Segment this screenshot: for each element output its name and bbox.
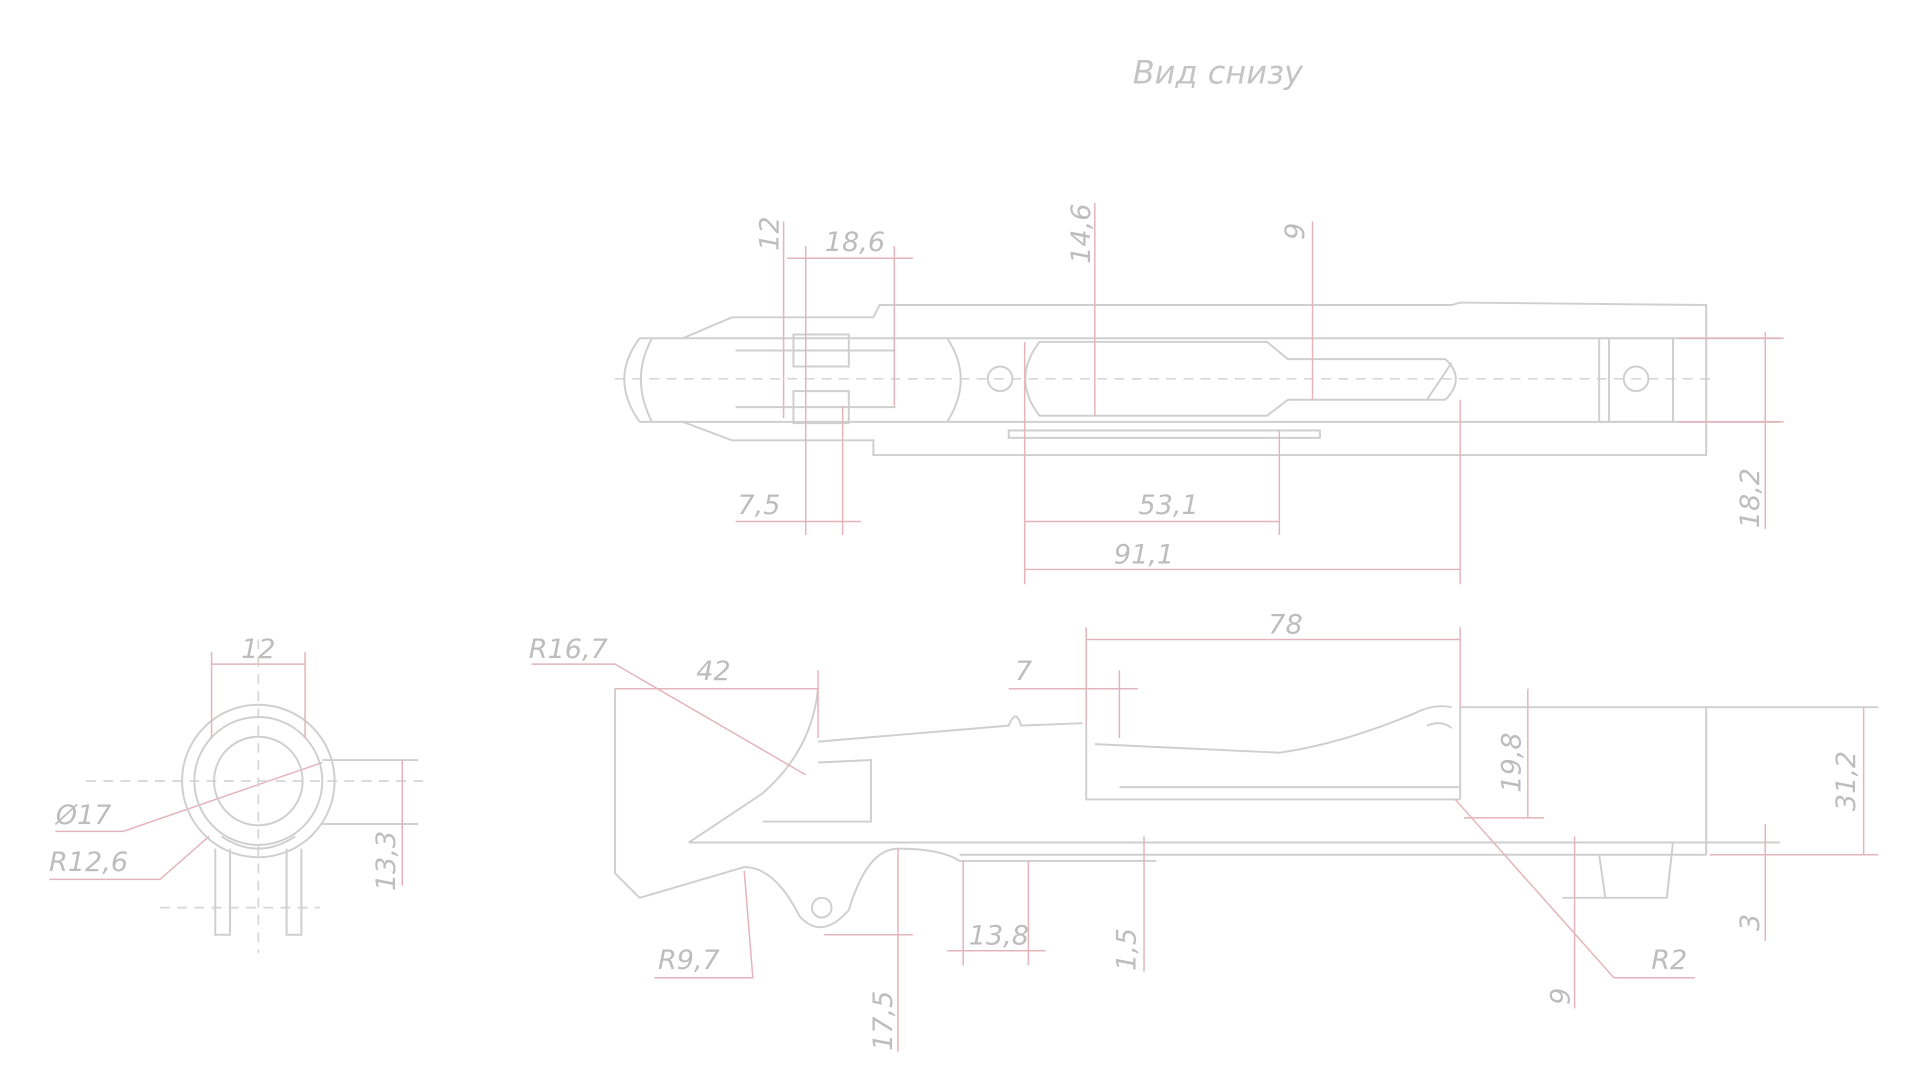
dim-13-8: 13,8: [969, 921, 1029, 952]
rail-lines: [639, 337, 1780, 423]
dim-19-8: 19,8: [1496, 732, 1527, 792]
dim-42: 42: [696, 656, 730, 687]
bottom-lines: [688, 841, 1780, 856]
dim-3: 3: [1735, 914, 1766, 931]
hole: [1622, 365, 1650, 393]
dim-dia-17: Ø17: [55, 800, 112, 831]
side-view: R16,7 42 7 78 19,8 31,2 R9,7 17,5 13,8 1…: [49, 609, 1879, 1052]
arc-cut: [946, 337, 962, 423]
dim-r16-7: R16,7: [529, 634, 608, 665]
dim-r9-7: R9,7: [658, 945, 720, 976]
dim-1-5: 1,5: [1111, 928, 1142, 971]
bar: [1007, 429, 1321, 439]
dim-91-1: 91,1: [1114, 539, 1174, 570]
slot-diagonal: [1426, 362, 1453, 401]
front-view: 12 13,3 Ø17 R12,6: [49, 634, 425, 954]
rounded-tip: [623, 337, 653, 423]
dim-9-side: 9: [1546, 988, 1577, 1005]
left-features: [735, 333, 896, 425]
dim-78: 78: [1268, 609, 1302, 640]
barrel-lines: [688, 688, 1083, 844]
foot: [1562, 842, 1674, 899]
body-outline: [682, 301, 1708, 457]
dim-r2: R2: [1651, 945, 1687, 976]
dim-18-6: 18,6: [825, 227, 885, 258]
dim-17-5: 17,5: [868, 991, 899, 1051]
dim-12: 12: [755, 216, 786, 250]
stock-outline: [614, 688, 1157, 929]
dim-13-3: 13,3: [371, 831, 402, 891]
receiver: [1085, 705, 1461, 801]
dim-r12-6: R12,6: [49, 847, 128, 878]
dim-12-front: 12: [241, 634, 275, 665]
dim-14-6: 14,6: [1066, 204, 1097, 264]
square-block: [1598, 337, 1674, 423]
dim-18-2: 18,2: [1735, 468, 1766, 528]
dim-9: 9: [1280, 223, 1311, 240]
top-view: 12 18,6 14,6 9 7,5 53,1 91,1 18,2: [615, 202, 1784, 585]
view-title: Вид снизу: [1133, 54, 1304, 92]
rear-block: [1459, 706, 1879, 855]
outer-ring: [181, 703, 336, 859]
dim-7-5: 7,5: [737, 490, 780, 521]
legs: [214, 759, 419, 936]
slot: [1024, 340, 1457, 417]
dim-53-1: 53,1: [1139, 490, 1199, 521]
dim-31-2: 31,2: [1831, 751, 1862, 811]
dim-7: 7: [1015, 656, 1032, 687]
hole: [986, 365, 1014, 393]
